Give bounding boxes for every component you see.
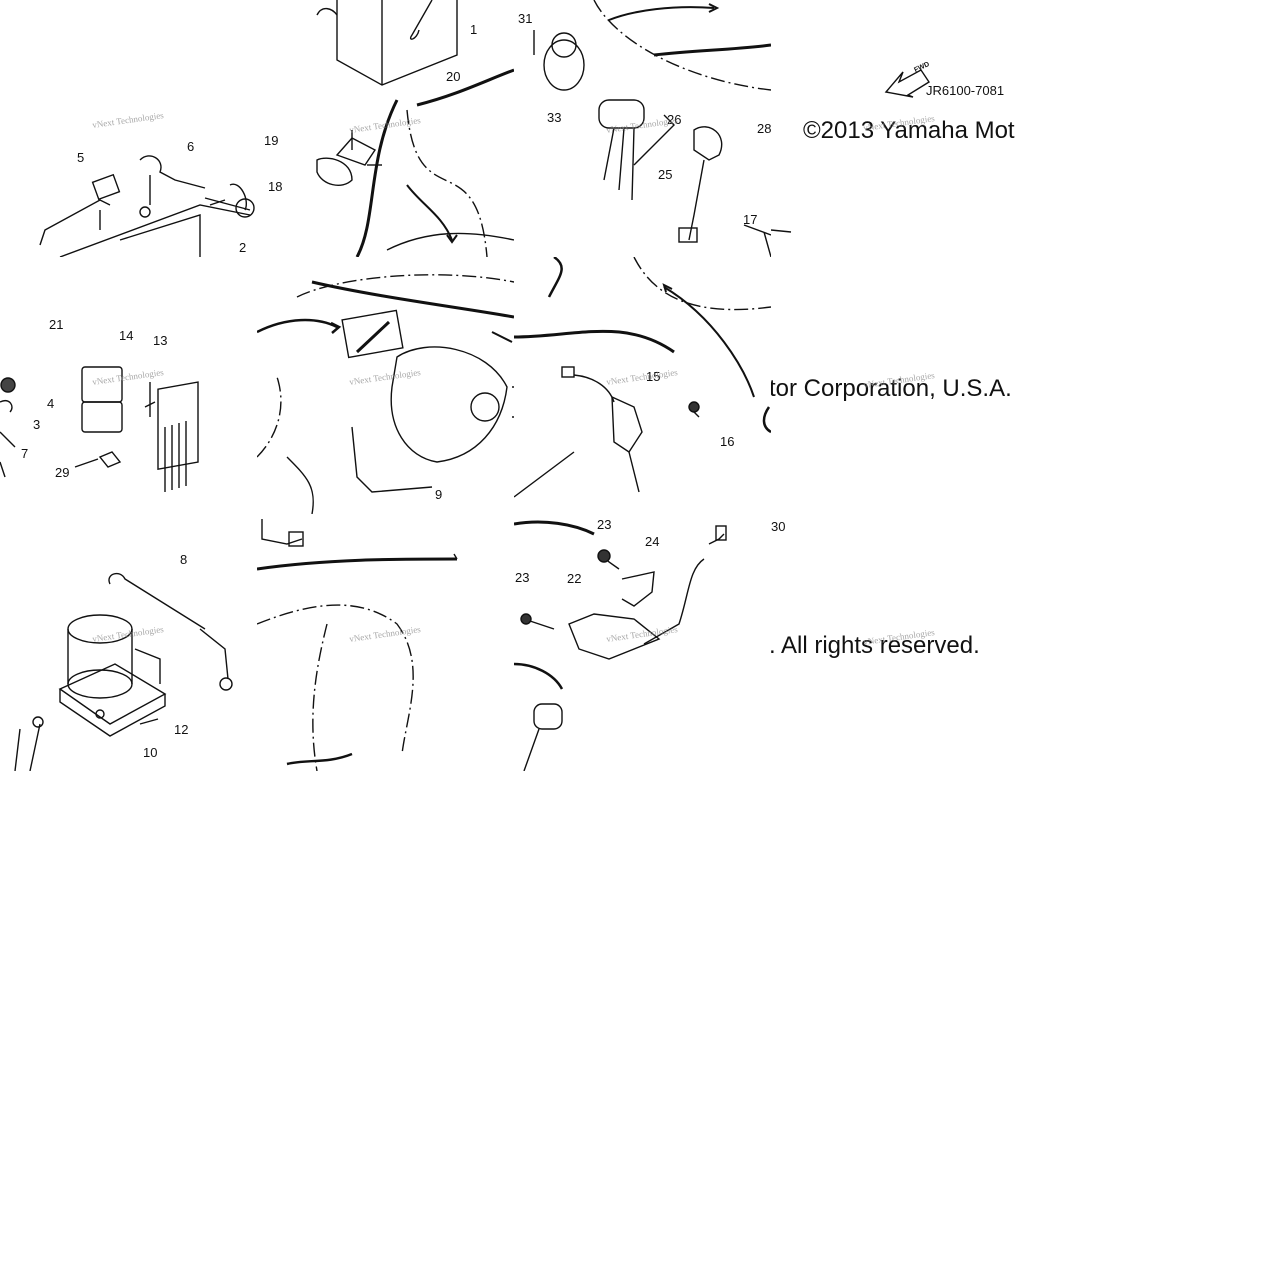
callout-30: 30 (771, 519, 786, 534)
battery-box-drawing (316, 0, 514, 257)
fender-drawing (257, 519, 458, 771)
diagram-tile-bracket: 23 24 23 22 vNext Technologies (514, 514, 771, 771)
diagram-tile-copyright-bottom: 30 . All rights reserved. vNext Technolo… (771, 514, 1028, 771)
callout-2: 2 (239, 240, 247, 255)
callout-29: 29 (55, 465, 70, 480)
engine-drawing (257, 274, 514, 514)
callout-33: 33 (547, 110, 562, 125)
callout-3: 3 (33, 417, 41, 432)
callout-16: 16 (720, 434, 735, 449)
callout-1: 1 (470, 22, 478, 37)
diagram-tile-ignition: 31 33 26 25 vNext Technologies (514, 0, 771, 257)
diagram-tile-engine: 32 9 vNext Technologies (257, 257, 514, 514)
diagram-tile-sensor: 15 16 vNext Technologies (514, 257, 771, 514)
diagram-tile-battery-box: 1 20 19 18 vNext Technologies (257, 0, 514, 257)
callout-25: 25 (658, 167, 673, 182)
callout-23-upper: 23 (597, 517, 612, 532)
ignition-drawing (533, 0, 771, 257)
callout-14: 14 (119, 328, 134, 343)
copyright-line-1: ©2013 Yamaha Mot (803, 117, 1015, 144)
callout-31: 31 (518, 11, 533, 26)
callout-18: 18 (268, 179, 283, 194)
callout-17: 17 (743, 212, 758, 227)
callout-7: 7 (21, 446, 29, 461)
part-code: JR6100-7081 (926, 83, 1005, 98)
diagram-tile-fender: vNext Technologies (257, 514, 514, 771)
callout-15: 15 (646, 369, 661, 384)
callout-8: 8 (180, 552, 188, 567)
diagram-tile-copyright-middle: tor Corporation, U.S.A. vNext Technologi… (771, 257, 1028, 514)
callout-10: 10 (143, 745, 158, 760)
callout-5: 5 (77, 150, 85, 165)
callout-24: 24 (645, 534, 660, 549)
callout-4: 4 (47, 396, 55, 411)
relays-drawing (0, 366, 199, 492)
diagram-tile-relays: 21 14 13 4 3 7 29 vNext Technologies (0, 257, 257, 514)
callout-12: 12 (174, 722, 189, 737)
callout-28: 28 (757, 121, 772, 136)
bracket-drawing (514, 520, 727, 771)
sensor-drawing (514, 257, 771, 498)
copyright-line-3: . All rights reserved. (771, 632, 980, 659)
diagram-tile-battery-terminals: 5 6 2 vNext Technologies (0, 0, 257, 257)
callout-22: 22 (567, 571, 582, 586)
callout-19: 19 (264, 133, 279, 148)
callout-23-lower: 23 (515, 570, 530, 585)
diagram-tile-copyright-top: FWD JR6100-7081 ©2013 Yamaha Mot vNext T… (771, 0, 1028, 257)
callout-13: 13 (153, 333, 168, 348)
copyright-line-2: tor Corporation, U.S.A. (771, 375, 1012, 402)
callout-9: 9 (435, 487, 443, 502)
callout-6: 6 (187, 139, 195, 154)
callout-21: 21 (49, 317, 64, 332)
callout-20: 20 (446, 69, 461, 84)
callout-26: 26 (667, 112, 682, 127)
starter-relay-drawing (14, 572, 233, 771)
diagram-tile-starter-relay: 8 12 10 vNext Technologies (0, 514, 257, 771)
fwd-arrow-drawing (771, 69, 930, 233)
battery-terminals-drawing (39, 155, 255, 257)
